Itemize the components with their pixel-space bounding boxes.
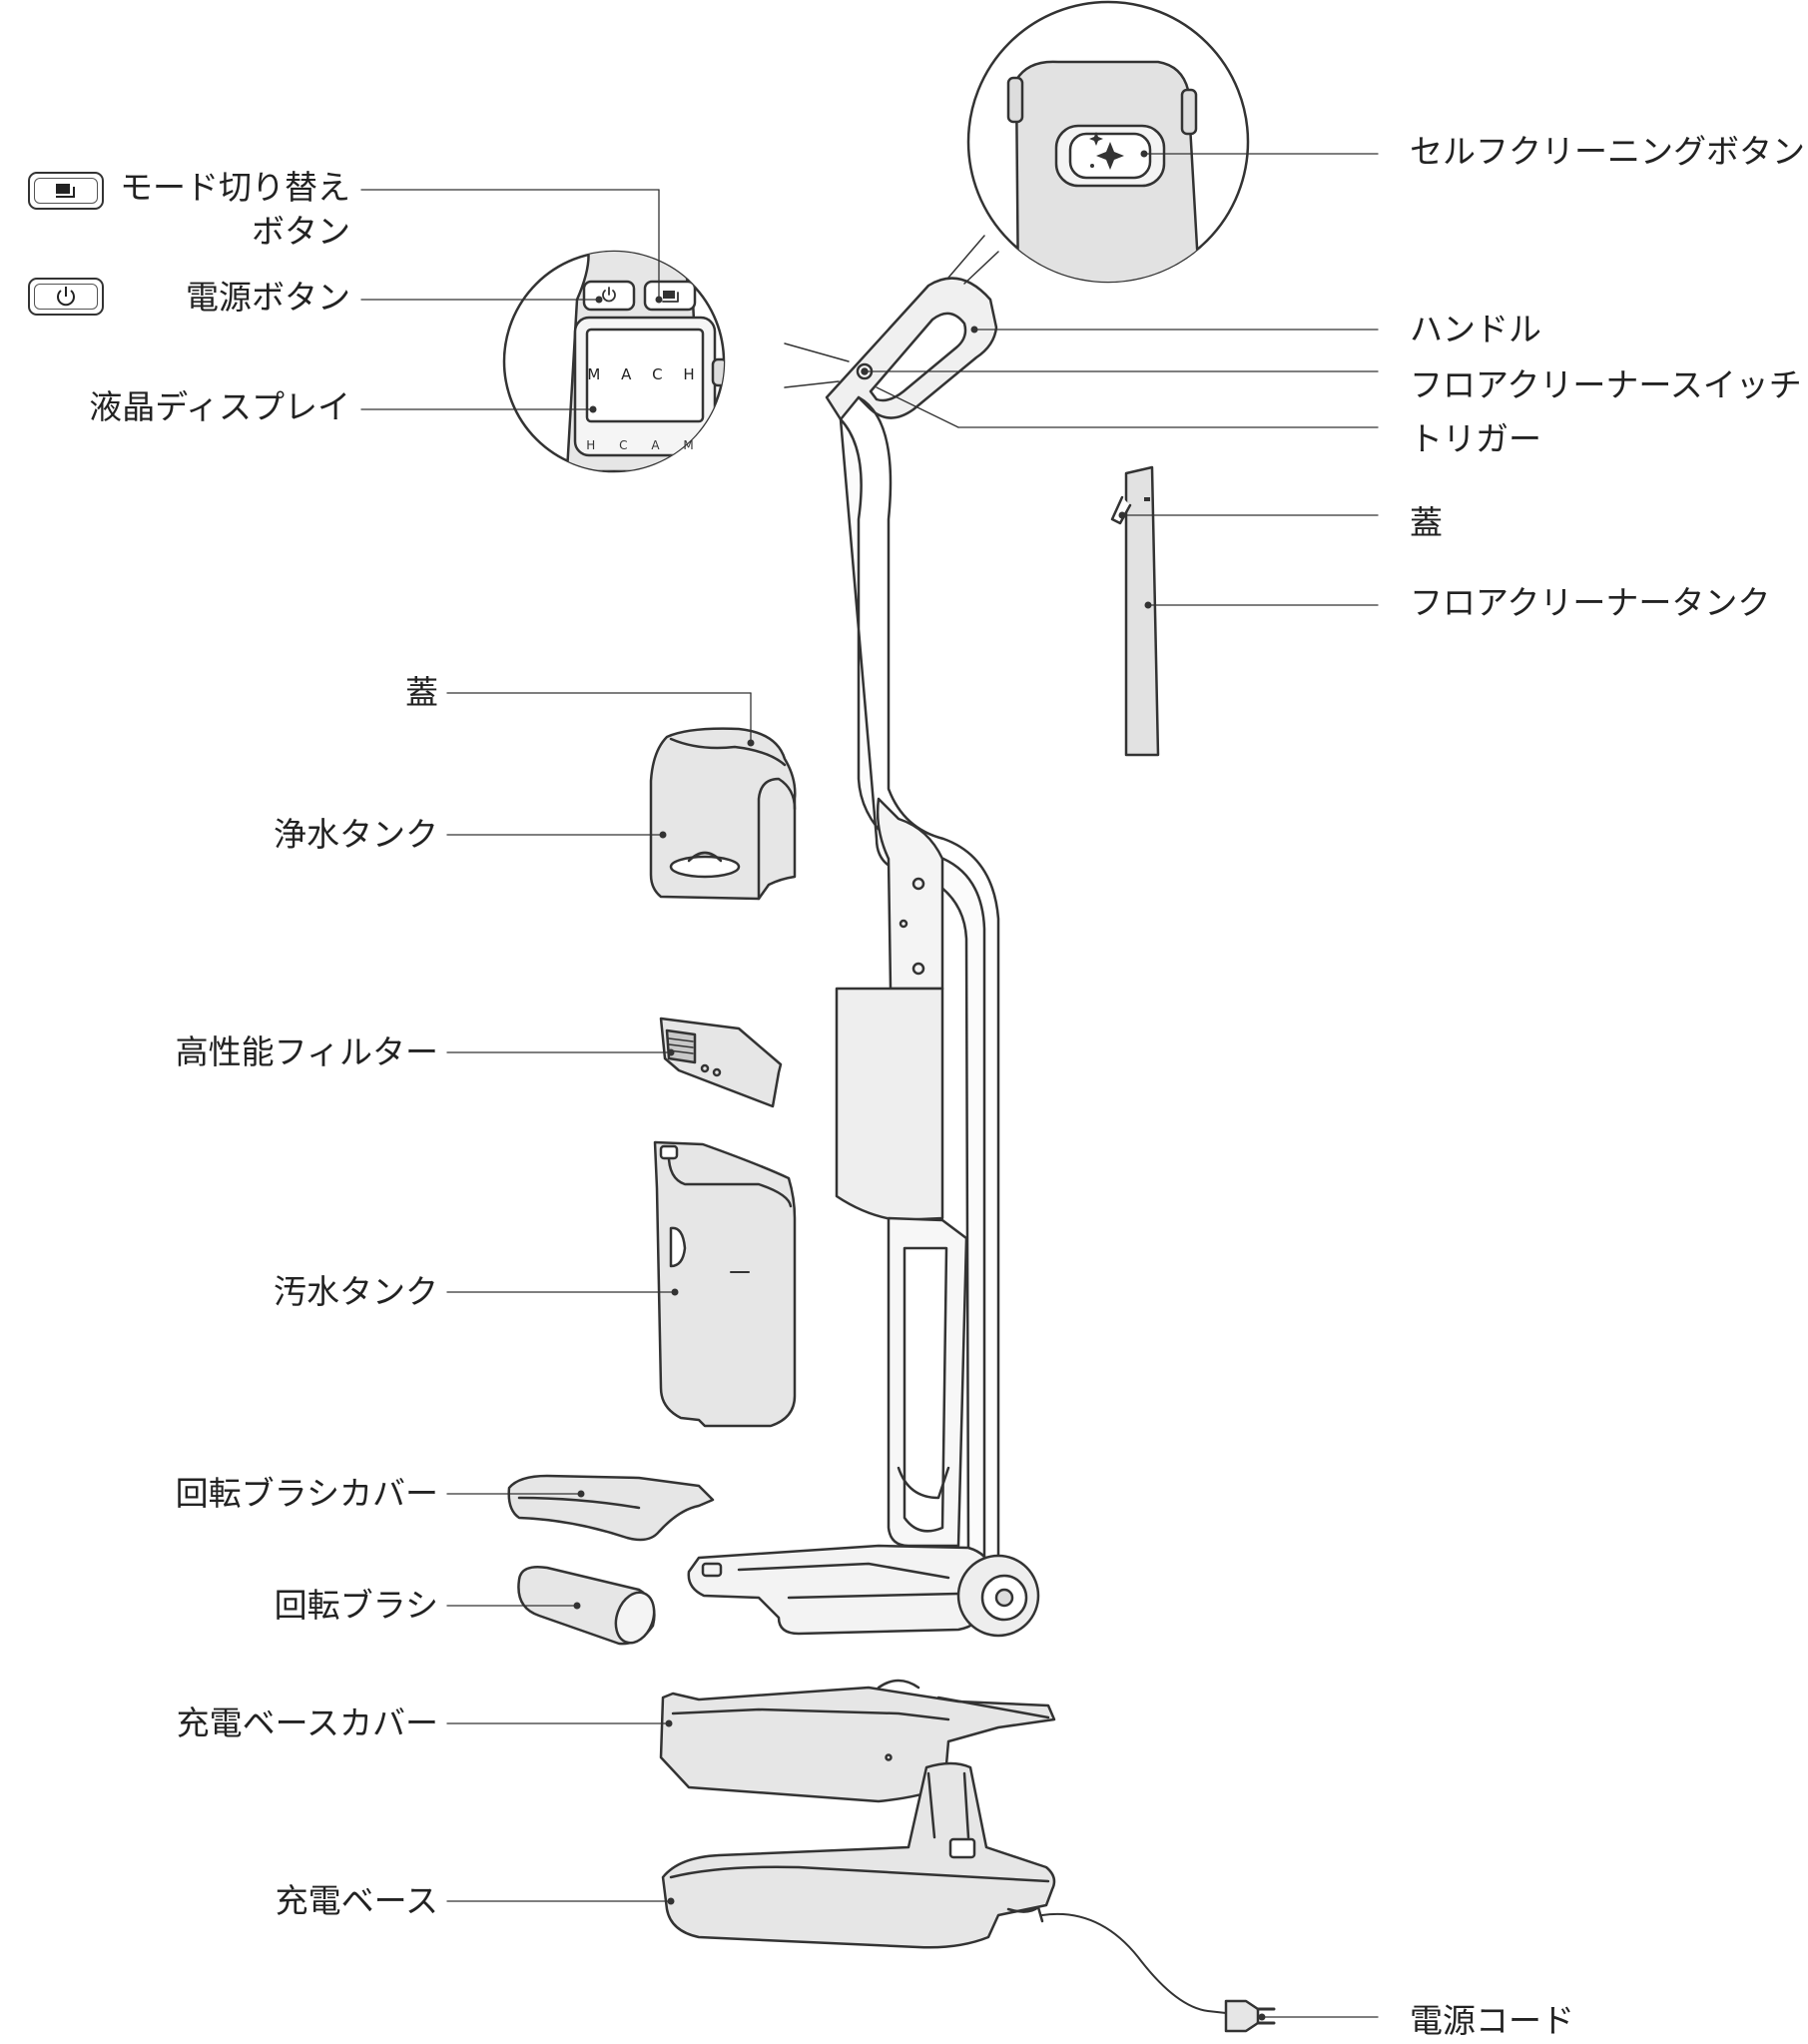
power-icon [28,278,104,316]
label-power-cord: 電源コード [1410,2001,1574,2040]
brush-roll-cover [507,1474,715,1542]
label-cleaner-switch: フロアクリーナースイッチ [1410,365,1802,404]
floor-cleaner-tank [1110,465,1160,757]
plug [1224,1999,1260,2033]
label-handle: ハンドル [1410,310,1541,348]
power-cord [1041,1913,1227,2014]
clean-water-tank [649,727,797,901]
label-cleaner-tank: フロアクリーナータンク [1410,583,1771,622]
floor-head [687,1544,992,1636]
label-hepa-filter: 高性能フィルター [175,1032,438,1071]
mode-switch-icon [28,172,104,210]
label-power-button: 電源ボタン [186,278,350,317]
label-trigger: トリガー [1410,419,1541,458]
label-lid-left: 蓋 [405,673,438,712]
label-base-cover: 充電ベースカバー [176,1703,438,1742]
display-brand: M A C H [587,365,702,383]
charging-base [661,1761,1276,2033]
hepa-filter [659,1017,783,1108]
charging-base-cover [659,1679,1056,1803]
label-charging-base: 充電ベース [275,1881,438,1920]
dirty-water-tank [653,1140,797,1428]
sparkle-icon [1089,132,1124,170]
self-clean-callout [947,0,1250,285]
display-brand-mirrored: H C A M [586,438,703,452]
label-dirty-water-tank: 汚水タンク [274,1272,438,1311]
label-mode-switch: モード切り替え [120,168,350,207]
label-brush-roll: 回転ブラシ [274,1586,438,1625]
label-mode-switch-2: ボタン [252,212,350,251]
label-lid-right: 蓋 [1410,503,1443,542]
brush-roll [517,1566,656,1646]
vacuum-main-body [687,277,1040,1638]
label-self-clean-button: セルフクリーニングボタン [1410,132,1805,171]
label-brush-cover: 回転ブラシカバー [175,1474,438,1513]
body-block [835,987,944,1222]
display-callout [502,250,850,473]
label-lcd-display: 液晶ディスプレイ [89,387,350,426]
label-clean-water-tank: 浄水タンク [274,815,438,854]
leader-lines [360,153,1379,2018]
